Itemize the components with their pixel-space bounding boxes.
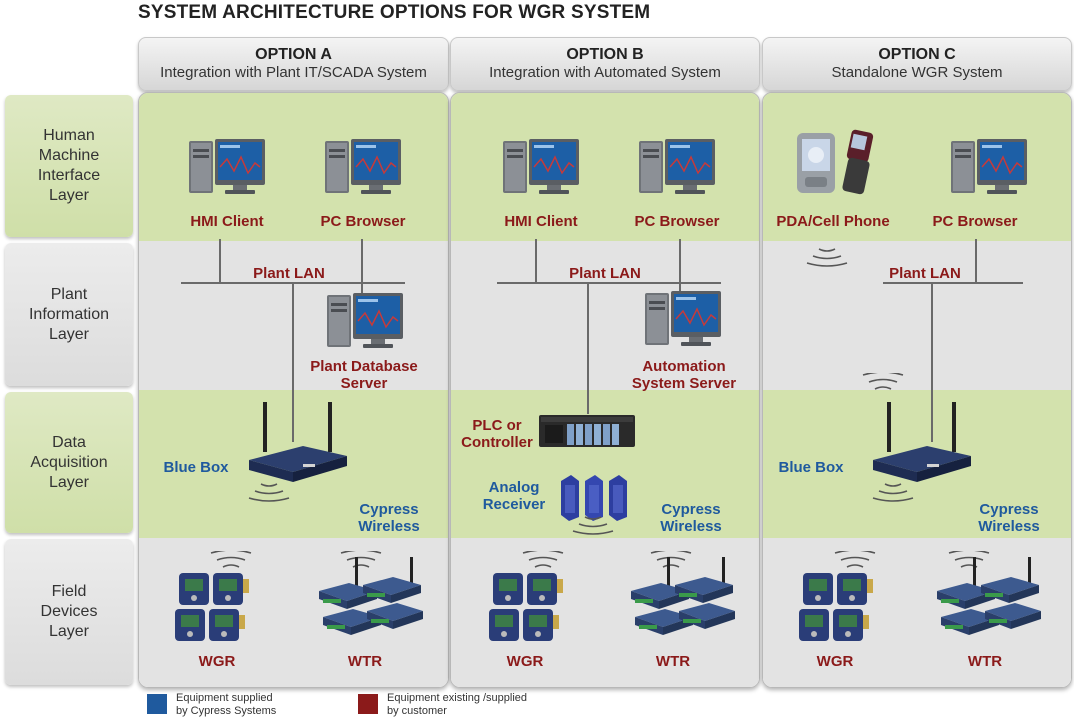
automation-server-icon xyxy=(643,289,723,349)
plant-info-band xyxy=(763,241,1071,390)
option-c-column: PDA/Cell Phone PC Browser Plant LAN Blue… xyxy=(762,92,1072,688)
plant-lan-label: Plant LAN xyxy=(889,265,961,282)
pda-cell-phone-label: PDA/Cell Phone xyxy=(776,213,890,230)
option-c-desc: Standalone WGR System xyxy=(831,64,1003,81)
plant-lan-line xyxy=(883,282,1023,284)
connector-line xyxy=(361,282,363,298)
plant-lan-line xyxy=(497,282,721,284)
plc-controller-icon xyxy=(537,411,637,451)
wtr-device-icon xyxy=(315,555,425,645)
hmi-client-label: HMI Client xyxy=(190,213,264,230)
legend-red-swatch xyxy=(358,694,378,714)
layer-label-plant-info: Plant Information Layer xyxy=(5,243,133,386)
wtr-label: WTR xyxy=(967,653,1003,670)
pc-browser-computer-icon xyxy=(949,137,1029,197)
connector-line xyxy=(535,239,537,283)
wgr-label: WGR xyxy=(198,653,236,670)
option-b-column: HMI Client PC Browser Plant LAN Automati… xyxy=(450,92,760,688)
option-c-name: OPTION C xyxy=(878,46,956,63)
blue-box-label: Blue Box xyxy=(163,459,229,476)
hmi-client-label: HMI Client xyxy=(504,213,578,230)
connector-line xyxy=(219,239,221,283)
wgr-device-icon xyxy=(797,569,877,649)
wireless-waves-icon xyxy=(239,478,299,508)
option-a-column: HMI Client PC Browser Plant LAN Plant Da… xyxy=(138,92,449,688)
wtr-label: WTR xyxy=(347,653,383,670)
wireless-waves-icon xyxy=(563,511,623,541)
option-c-header: OPTION C Standalone WGR System xyxy=(762,37,1072,91)
pda-cell-phone-icon xyxy=(795,129,885,199)
wgr-device-icon xyxy=(173,569,253,649)
layer-label-data-acq: Data Acquisition Layer xyxy=(5,392,133,533)
wtr-device-icon xyxy=(933,555,1043,645)
wtr-label: WTR xyxy=(655,653,691,670)
plant-lan-label: Plant LAN xyxy=(253,265,325,282)
wireless-waves-icon xyxy=(797,243,857,273)
blue-box-router-icon xyxy=(867,398,977,488)
legend-red-text: Equipment existing /supplied by customer xyxy=(387,692,528,717)
wireless-waves-icon xyxy=(863,478,923,508)
plc-controller-label: PLC or Controller xyxy=(461,417,533,451)
layer-label-data-acq-text: Data Acquisition Layer xyxy=(30,433,108,491)
wgr-device-icon xyxy=(487,569,567,649)
legend-blue-swatch xyxy=(147,694,167,714)
cypress-wireless-label: Cypress Wireless xyxy=(358,501,420,535)
connector-line xyxy=(975,239,977,283)
connector-line xyxy=(931,282,933,442)
hmi-client-computer-icon xyxy=(187,137,267,197)
pc-browser-label: PC Browser xyxy=(932,213,1018,230)
analog-receiver-label: Analog Receiver xyxy=(482,479,546,513)
blue-box-router-icon xyxy=(243,398,353,488)
option-b-header: OPTION B Integration with Automated Syst… xyxy=(450,37,760,91)
connector-line xyxy=(361,239,363,283)
wgr-label: WGR xyxy=(506,653,544,670)
layer-label-hmi: Human Machine Interface Layer xyxy=(5,95,133,237)
pc-browser-label: PC Browser xyxy=(320,213,406,230)
connector-line xyxy=(679,239,681,283)
option-a-desc: Integration with Plant IT/SCADA System xyxy=(160,64,427,81)
option-b-name: OPTION B xyxy=(566,46,644,63)
data-acq-band xyxy=(451,390,759,538)
blue-box-label: Blue Box xyxy=(778,459,844,476)
wgr-label: WGR xyxy=(816,653,854,670)
plant-database-server-label: Plant Database Server xyxy=(310,358,418,392)
pc-browser-label: PC Browser xyxy=(634,213,720,230)
plant-database-server-icon xyxy=(325,291,405,351)
option-a-name: OPTION A xyxy=(255,46,332,63)
layer-label-plant-info-text: Plant Information Layer xyxy=(28,285,110,343)
connector-line xyxy=(679,282,681,296)
cypress-wireless-label: Cypress Wireless xyxy=(978,501,1040,535)
option-a-header: OPTION A Integration with Plant IT/SCADA… xyxy=(138,37,449,91)
layer-label-field: Field Devices Layer xyxy=(5,539,133,685)
cypress-wireless-label: Cypress Wireless xyxy=(660,501,722,535)
hmi-client-computer-icon xyxy=(501,137,581,197)
pc-browser-computer-icon xyxy=(323,137,403,197)
connector-line xyxy=(587,282,589,414)
page-title: SYSTEM ARCHITECTURE OPTIONS FOR WGR SYST… xyxy=(138,2,651,23)
connector-line xyxy=(292,282,294,442)
legend-blue-text: Equipment supplied by Cypress Systems xyxy=(176,692,277,717)
option-b-desc: Integration with Automated System xyxy=(489,64,721,81)
pc-browser-computer-icon xyxy=(637,137,717,197)
automation-server-label: Automation System Server xyxy=(631,358,737,392)
wtr-device-icon xyxy=(627,555,737,645)
layer-label-field-text: Field Devices Layer xyxy=(40,583,98,640)
layer-label-hmi-text: Human Machine Interface Layer xyxy=(37,127,101,204)
plant-lan-label: Plant LAN xyxy=(569,265,641,282)
